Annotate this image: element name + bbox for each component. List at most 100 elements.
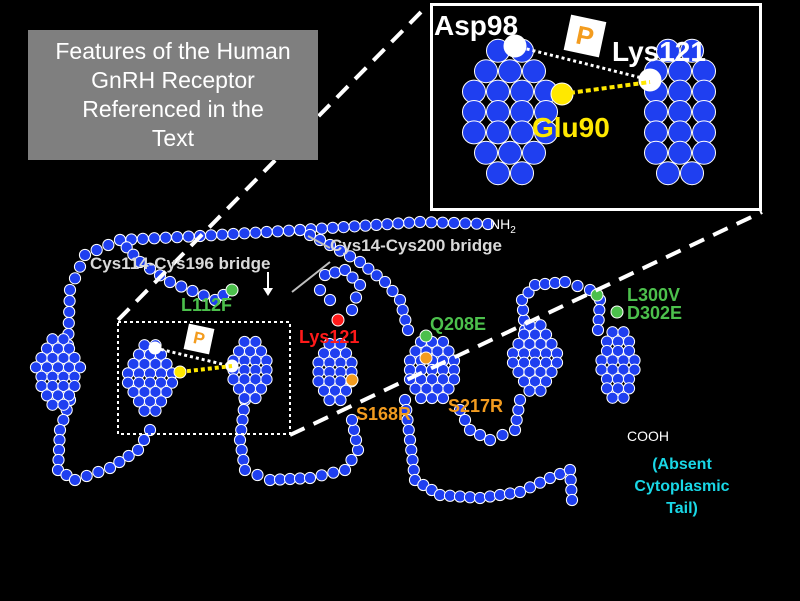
residue — [425, 216, 438, 229]
bridge-pointer-arrowhead — [263, 288, 273, 296]
residue — [318, 268, 332, 282]
inset-helix-residues — [462, 34, 716, 186]
residue — [238, 391, 251, 405]
residue — [463, 491, 477, 504]
residue — [458, 413, 472, 427]
residue — [453, 403, 467, 417]
residue — [362, 262, 375, 275]
residue — [496, 428, 509, 442]
residue — [493, 488, 507, 502]
residue — [402, 216, 416, 229]
residue — [73, 361, 87, 374]
residue — [63, 283, 77, 297]
residue — [57, 413, 70, 427]
residue — [131, 443, 145, 457]
mutation-label-d302e: D302E — [627, 303, 683, 323]
residue — [392, 217, 405, 230]
inset-phosphate-badge: P — [563, 14, 607, 58]
residue — [359, 219, 372, 232]
residue — [238, 227, 251, 240]
residue — [53, 433, 66, 447]
residue — [53, 423, 67, 437]
residue — [622, 382, 636, 395]
residue — [102, 238, 115, 252]
residue — [538, 277, 552, 291]
residue — [571, 279, 584, 293]
residue — [486, 161, 510, 186]
residue — [273, 473, 287, 486]
mutation-label-l300v: L300V — [627, 285, 681, 305]
residue — [498, 140, 522, 165]
n-terminus-label: NH2 — [490, 216, 516, 236]
residue — [565, 483, 578, 497]
residue — [442, 345, 455, 358]
residue — [52, 443, 66, 457]
c-terminus-label: COOH — [627, 428, 669, 444]
residue — [534, 319, 547, 332]
mutation-label-q208e: Q208E — [430, 314, 487, 334]
residue — [593, 303, 606, 317]
residue — [470, 217, 483, 230]
residue — [399, 313, 412, 327]
residue — [447, 216, 461, 230]
residue — [233, 433, 247, 447]
residue — [90, 243, 103, 257]
residue — [237, 403, 250, 417]
residue — [545, 365, 558, 379]
residue — [474, 140, 498, 165]
residue — [523, 384, 536, 397]
bridge-pointer-cys14-lower — [291, 261, 331, 293]
residue — [249, 226, 262, 239]
residue — [591, 323, 605, 337]
absent-tail-label: (Absent Cytoplasmic Tail) — [634, 456, 730, 517]
residue — [498, 59, 522, 84]
residue — [165, 376, 179, 389]
bridge-pointer-cys14 — [307, 235, 331, 249]
residue — [113, 455, 126, 469]
residue — [303, 471, 317, 485]
residue-s217r — [419, 351, 433, 365]
residue — [315, 469, 328, 482]
residue — [622, 344, 636, 358]
residue — [528, 278, 542, 292]
residue — [333, 244, 347, 257]
residue — [251, 468, 264, 482]
residue — [73, 260, 87, 273]
residue — [160, 385, 173, 399]
residue — [68, 351, 81, 365]
residue — [138, 404, 151, 417]
residue — [238, 463, 252, 477]
residue — [328, 266, 342, 279]
residue — [353, 255, 367, 269]
residue — [186, 284, 199, 298]
residue — [378, 275, 392, 289]
residue — [459, 217, 472, 230]
residue — [103, 461, 117, 475]
residue — [473, 491, 487, 505]
residue — [349, 433, 363, 447]
residue — [483, 433, 497, 447]
inset-label-glu90: Glu90 — [532, 112, 610, 143]
residue — [339, 384, 353, 397]
residue — [483, 490, 497, 503]
title-text: Features of the Human GnRH Receptor Refe… — [55, 38, 291, 151]
residue — [680, 38, 704, 63]
bridge-label-cys14-cys200: Cys14-Cys200 bridge — [330, 236, 502, 255]
mutation-label-lys121: Lys121 — [299, 327, 360, 347]
residue-d302e — [610, 305, 624, 319]
inset-label-asp98: Asp98 — [434, 10, 519, 41]
residue — [254, 382, 268, 395]
residue — [545, 337, 558, 351]
phosphate-badge: P — [183, 323, 215, 355]
residue — [351, 443, 365, 457]
residue — [282, 224, 295, 237]
residue — [62, 316, 75, 330]
residue — [338, 463, 352, 477]
residue — [513, 393, 527, 407]
residue — [92, 465, 105, 479]
residue — [57, 398, 70, 411]
residue — [534, 120, 558, 145]
residue — [337, 220, 350, 234]
residue — [143, 423, 157, 437]
zoom-connector-lower — [289, 210, 763, 437]
